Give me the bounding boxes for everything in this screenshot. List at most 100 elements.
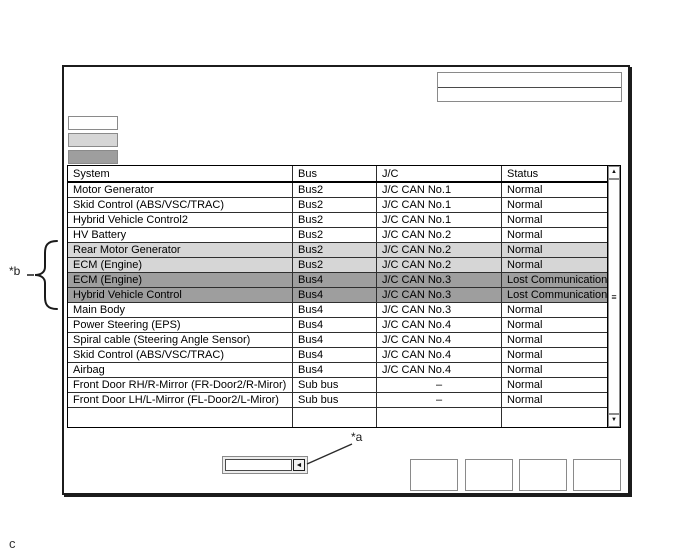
- header-status: Status: [507, 168, 539, 180]
- cell-jc: J/C CAN No.4: [377, 348, 502, 362]
- scroll-down-icon[interactable]: ▼: [608, 414, 620, 427]
- cell-bus: Bus4: [293, 273, 377, 287]
- cell-bus: Sub bus: [293, 393, 377, 407]
- annotation-b-label: *b: [9, 264, 21, 278]
- empty-cell: [293, 408, 377, 427]
- cell-system: Hybrid Vehicle Control: [68, 288, 293, 302]
- annotation-a-pointer-line: [306, 443, 353, 465]
- cell-jc: J/C CAN No.4: [377, 333, 502, 347]
- cell-system: HV Battery: [68, 228, 293, 242]
- cell-status: Normal: [507, 304, 543, 316]
- legend-normal-swatch: [68, 116, 118, 130]
- combobox-dropdown-icon[interactable]: ◄: [293, 459, 305, 471]
- cell-bus: Bus2: [293, 258, 377, 272]
- figure-letter-label: c: [9, 536, 16, 551]
- cell-bus: Bus4: [293, 333, 377, 347]
- cell-jc: J/C CAN No.2: [377, 243, 502, 257]
- bottom-button-4[interactable]: [573, 459, 621, 491]
- annotation-a-label: *a: [351, 430, 363, 444]
- cell-jc: –: [377, 378, 502, 392]
- cell-bus: Bus2: [293, 228, 377, 242]
- cell-status: Lost Communication: [507, 274, 607, 286]
- cell-bus: Bus4: [293, 348, 377, 362]
- cell-system: Front Door LH/L-Mirror (FL-Door2/L-Miror…: [68, 393, 293, 407]
- cell-bus: Bus2: [293, 183, 377, 197]
- cell-status: Normal: [507, 349, 543, 361]
- cell-status: Normal: [507, 379, 543, 391]
- cell-jc: J/C CAN No.1: [377, 183, 502, 197]
- empty-cell: [68, 408, 293, 427]
- cell-status: Normal: [507, 364, 543, 376]
- legend-light-highlight-swatch: [68, 133, 118, 147]
- empty-cell: [377, 408, 502, 427]
- cell-jc: J/C CAN No.2: [377, 228, 502, 242]
- table-row[interactable]: Front Door RH/R-Mirror (FR-Door2/R-Miror…: [68, 378, 607, 393]
- cell-bus: Bus2: [293, 213, 377, 227]
- cell-status: Normal: [507, 229, 543, 241]
- cell-jc: J/C CAN No.1: [377, 198, 502, 212]
- table-row[interactable]: Spiral cable (Steering Angle Sensor)Bus4…: [68, 333, 607, 348]
- cell-bus: Bus2: [293, 243, 377, 257]
- cell-jc: J/C CAN No.3: [377, 303, 502, 317]
- cell-system: Main Body: [68, 303, 293, 317]
- thumb-grip-icon: ≡: [611, 291, 617, 302]
- cell-system: ECM (Engine): [68, 273, 293, 287]
- info-line-2: [438, 88, 621, 102]
- cell-system: ECM (Engine): [68, 258, 293, 272]
- cell-bus: Bus4: [293, 318, 377, 332]
- cell-bus: Bus4: [293, 303, 377, 317]
- cell-jc: J/C CAN No.2: [377, 258, 502, 272]
- cell-bus: Bus4: [293, 363, 377, 377]
- cell-system: Motor Generator: [68, 183, 293, 197]
- cell-bus: Sub bus: [293, 378, 377, 392]
- cell-jc: J/C CAN No.3: [377, 273, 502, 287]
- cell-system: Airbag: [68, 363, 293, 377]
- cell-jc: J/C CAN No.1: [377, 213, 502, 227]
- scroll-up-icon[interactable]: ▲: [608, 166, 620, 179]
- cell-system: Skid Control (ABS/VSC/TRAC): [68, 348, 293, 362]
- selection-combobox[interactable]: ◄: [222, 456, 308, 474]
- cell-system: Front Door RH/R-Mirror (FR-Door2/R-Miror…: [68, 378, 293, 392]
- cell-system: Hybrid Vehicle Control2: [68, 213, 293, 227]
- header-jc: J/C: [377, 166, 502, 181]
- header-system: System: [68, 166, 293, 181]
- cell-system: Rear Motor Generator: [68, 243, 293, 257]
- scrollbar-thumb[interactable]: ≡: [608, 179, 620, 414]
- bottom-button-2[interactable]: [465, 459, 513, 491]
- cell-status: Normal: [507, 214, 543, 226]
- cell-status: Normal: [507, 319, 543, 331]
- table-header-row: System Bus J/C Status: [68, 166, 607, 183]
- bottom-button-1[interactable]: [410, 459, 458, 491]
- empty-cell: [502, 408, 607, 427]
- table-empty-row: [68, 408, 607, 427]
- cell-status: Normal: [507, 244, 543, 256]
- cell-jc: J/C CAN No.4: [377, 363, 502, 377]
- vertical-scrollbar[interactable]: ▲ ≡ ▼: [607, 166, 620, 427]
- info-line-1: [438, 73, 621, 88]
- table-row[interactable]: Front Door LH/L-Mirror (FL-Door2/L-Miror…: [68, 393, 607, 408]
- cell-status: Normal: [507, 184, 543, 196]
- annotation-b-brace: [27, 240, 58, 310]
- bottom-button-3[interactable]: [519, 459, 567, 491]
- cell-status: Normal: [507, 334, 543, 346]
- cell-status: Normal: [507, 394, 543, 406]
- cell-status: Normal: [507, 259, 543, 271]
- header-bus: Bus: [293, 166, 377, 181]
- combobox-value[interactable]: [225, 459, 292, 471]
